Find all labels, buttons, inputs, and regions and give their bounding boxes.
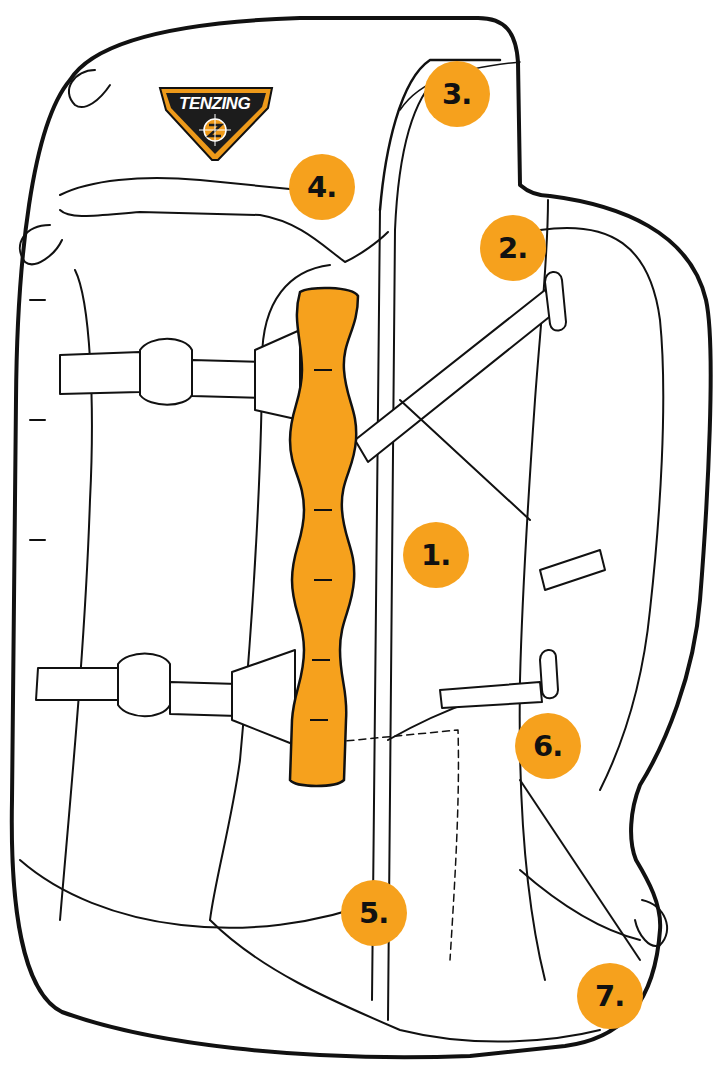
- brand-logo-text: TENZING: [179, 95, 250, 112]
- callout-number: 2.: [498, 234, 527, 263]
- callout-number: 5.: [359, 899, 388, 928]
- callout-number: 1.: [421, 541, 450, 570]
- callout-number: 3.: [442, 80, 471, 109]
- callout-number: 7.: [595, 982, 624, 1011]
- callout-number: 4.: [307, 173, 336, 202]
- callout-number: 6.: [533, 732, 562, 761]
